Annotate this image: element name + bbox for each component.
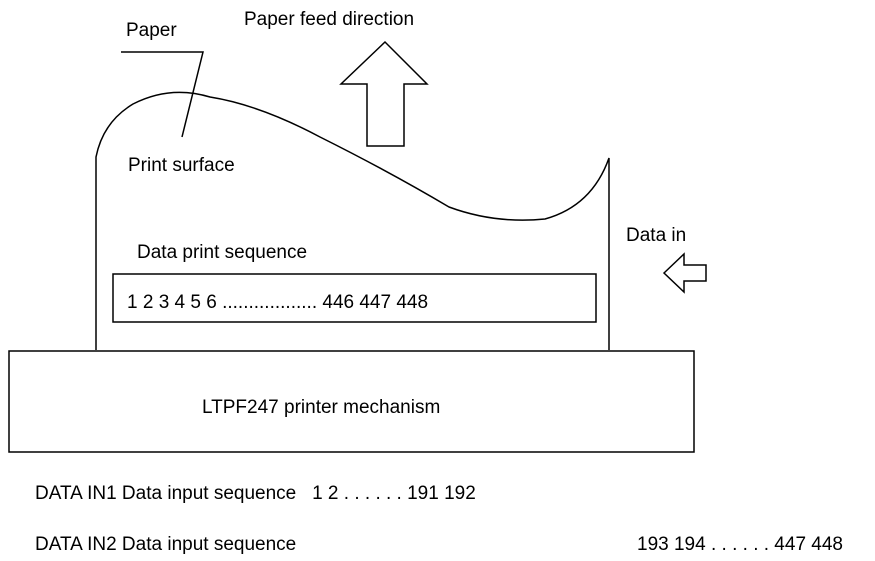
paper-label: Paper [126,20,177,41]
print-sequence-box [112,273,597,323]
print-sequence-title: Data print sequence [137,242,308,263]
paper-outline [95,91,610,350]
data-in-arrow-icon [662,252,707,294]
data-in1-label: DATA IN1 Data input sequence [35,483,297,504]
printer-mechanism-label: LTPF247 printer mechanism [202,397,441,418]
paper-leader-line [121,51,204,138]
print-sequence-numbers: 1 2 3 4 5 6 .................. 446 447 4… [127,292,429,313]
data-in1-range: 1 2 . . . . . . 191 192 [312,483,476,504]
data-in2-range: 193 194 . . . . . . 447 448 [637,534,843,555]
print-surface-label: Print surface [128,155,235,176]
feed-direction-label: Paper feed direction [244,9,415,30]
printer-mechanism-box [8,350,695,453]
data-in-label: Data in [626,225,687,246]
data-in2-label: DATA IN2 Data input sequence [35,534,297,555]
feed-direction-arrow-icon [339,40,429,147]
data-in1-sequence: DATA IN1 Data input sequence 1 2 . . . .… [35,483,476,505]
